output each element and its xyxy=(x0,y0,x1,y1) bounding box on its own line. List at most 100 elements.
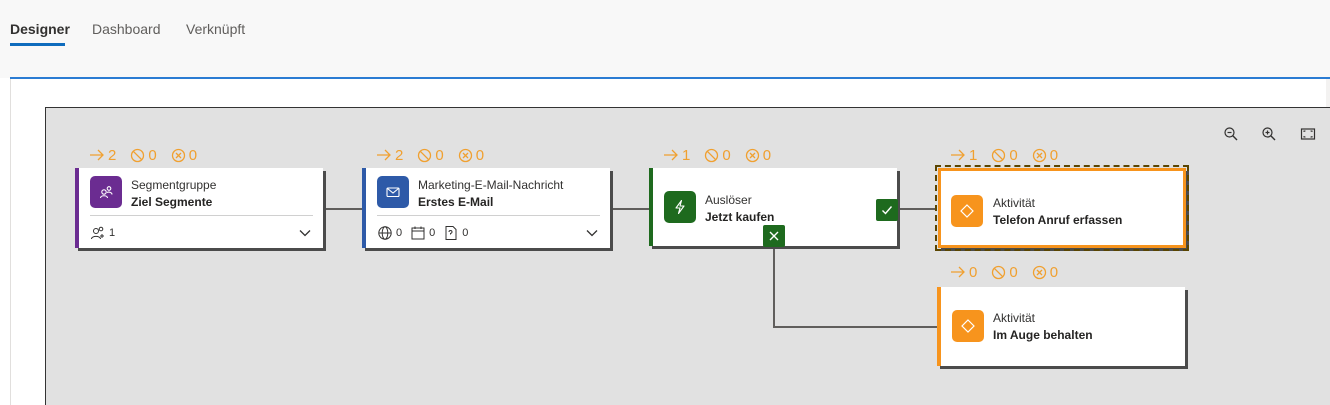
tile-divider xyxy=(90,215,313,216)
processed-count: 2 xyxy=(108,146,117,164)
frame-border xyxy=(10,79,11,405)
blocked-stat: 0 xyxy=(417,146,444,164)
arrow-right-icon xyxy=(377,149,391,161)
blocked-count: 0 xyxy=(148,146,157,164)
zoom-in-icon[interactable] xyxy=(1261,126,1277,142)
tile-stats: 0 0 0 xyxy=(950,263,1072,281)
processed-stat: 2 xyxy=(376,147,403,164)
contacts-icon xyxy=(91,226,104,240)
blocked-icon xyxy=(418,148,432,162)
error-count: 0 xyxy=(762,146,772,164)
blocked-count: 0 xyxy=(722,146,731,164)
error-icon xyxy=(745,148,759,162)
blocked-stat: 0 xyxy=(991,146,1018,164)
tile-stats: 1 0 0 xyxy=(950,146,1072,164)
tile-activity-phone-call[interactable]: Aktivität Telefon Anruf erfassen xyxy=(935,165,1189,251)
trigger-no-branch-button[interactable] xyxy=(763,225,785,247)
tab-designer[interactable]: Designer xyxy=(10,21,70,37)
connector xyxy=(773,246,775,328)
processed-count: 2 xyxy=(395,146,404,164)
web-count-item: 0 xyxy=(377,225,402,241)
calendar-count-item: 0 xyxy=(410,225,435,241)
blocked-icon xyxy=(705,148,719,162)
activity-diamond-icon xyxy=(952,310,984,342)
form-count-item: 0 xyxy=(443,225,468,241)
members-count-item: 1 xyxy=(90,225,115,241)
connector xyxy=(899,208,937,210)
processed-count: 1 xyxy=(682,146,691,164)
tab-bar: Designer Dashboard Verknüpft xyxy=(0,0,1330,78)
error-icon xyxy=(458,148,472,162)
arrow-right-icon xyxy=(951,266,965,278)
tile-segment-group[interactable]: Segmentgruppe Ziel Segmente 1 xyxy=(75,168,323,248)
error-count: 0 xyxy=(475,146,485,164)
blocked-icon xyxy=(992,265,1006,279)
blocked-count: 0 xyxy=(435,146,444,164)
error-icon xyxy=(1032,148,1046,162)
form-icon xyxy=(445,226,457,240)
blocked-count: 0 xyxy=(1009,146,1018,164)
processed-stat: 2 xyxy=(89,147,116,164)
tile-name: Telefon Anruf erfassen xyxy=(993,213,1123,227)
error-count: 0 xyxy=(1049,263,1059,281)
processed-count: 1 xyxy=(969,146,978,164)
error-stat: 0 xyxy=(458,147,484,164)
tab-dashboard[interactable]: Dashboard xyxy=(92,21,161,37)
connector xyxy=(325,208,363,210)
blocked-stat: 0 xyxy=(991,263,1018,281)
arrow-right-icon xyxy=(90,149,104,161)
processed-stat: 1 xyxy=(663,147,690,164)
blocked-stat: 0 xyxy=(704,146,731,164)
error-count: 0 xyxy=(188,146,198,164)
tile-name: Ziel Segmente xyxy=(131,195,213,209)
tile-name: Jetzt kaufen xyxy=(705,210,775,224)
mail-icon xyxy=(377,176,409,208)
tile-stats: 2 0 0 xyxy=(376,146,498,164)
active-tab-indicator xyxy=(10,43,65,46)
tile-type-label: Aktivität xyxy=(993,196,1036,210)
tile-divider xyxy=(377,215,600,216)
web-count: 0 xyxy=(396,227,403,239)
tile-footer: 1 xyxy=(90,225,123,241)
segment-group-icon xyxy=(90,176,122,208)
chevron-down-icon[interactable] xyxy=(585,226,599,240)
activity-diamond-icon xyxy=(951,195,983,227)
error-icon xyxy=(1032,265,1046,279)
tile-type-label: Segmentgruppe xyxy=(131,178,217,192)
zoom-out-icon[interactable] xyxy=(1223,126,1239,142)
calendar-count: 0 xyxy=(429,227,436,239)
error-icon xyxy=(171,148,185,162)
trigger-yes-branch-button[interactable] xyxy=(876,199,898,221)
tile-type-label: Marketing-E-Mail-Nachricht xyxy=(418,178,564,192)
error-count: 0 xyxy=(1049,146,1059,164)
tab-verknuepft[interactable]: Verknüpft xyxy=(186,21,246,37)
members-count: 1 xyxy=(109,227,116,239)
header-divider xyxy=(10,77,1330,79)
tile-footer: 0 0 0 xyxy=(377,225,476,241)
arrow-right-icon xyxy=(664,149,678,161)
lightning-icon xyxy=(664,191,696,223)
tile-marketing-email[interactable]: Marketing-E-Mail-Nachricht Erstes E-Mail… xyxy=(362,168,610,248)
checkmark-icon xyxy=(882,206,893,215)
globe-icon xyxy=(378,226,392,240)
processed-stat: 0 xyxy=(950,264,977,281)
blocked-icon xyxy=(992,148,1006,162)
error-stat: 0 xyxy=(1032,147,1058,164)
tile-type-label: Auslöser xyxy=(705,193,752,207)
blocked-stat: 0 xyxy=(130,146,157,164)
close-icon xyxy=(769,231,779,241)
connector xyxy=(773,326,938,328)
fit-to-screen-icon[interactable] xyxy=(1300,126,1316,142)
error-stat: 0 xyxy=(745,147,771,164)
arrow-right-icon xyxy=(951,149,965,161)
processed-stat: 1 xyxy=(950,147,977,164)
chevron-down-icon[interactable] xyxy=(298,226,312,240)
tile-name: Im Auge behalten xyxy=(993,328,1093,342)
error-stat: 0 xyxy=(171,147,197,164)
blocked-count: 0 xyxy=(1009,263,1018,281)
tile-activity-keep-eye[interactable]: Aktivität Im Auge behalten xyxy=(937,287,1185,366)
error-stat: 0 xyxy=(1032,264,1058,281)
tile-stats: 1 0 0 xyxy=(663,146,785,164)
tile-stats: 2 0 0 xyxy=(89,146,211,164)
tile-type-label: Aktivität xyxy=(993,311,1036,325)
